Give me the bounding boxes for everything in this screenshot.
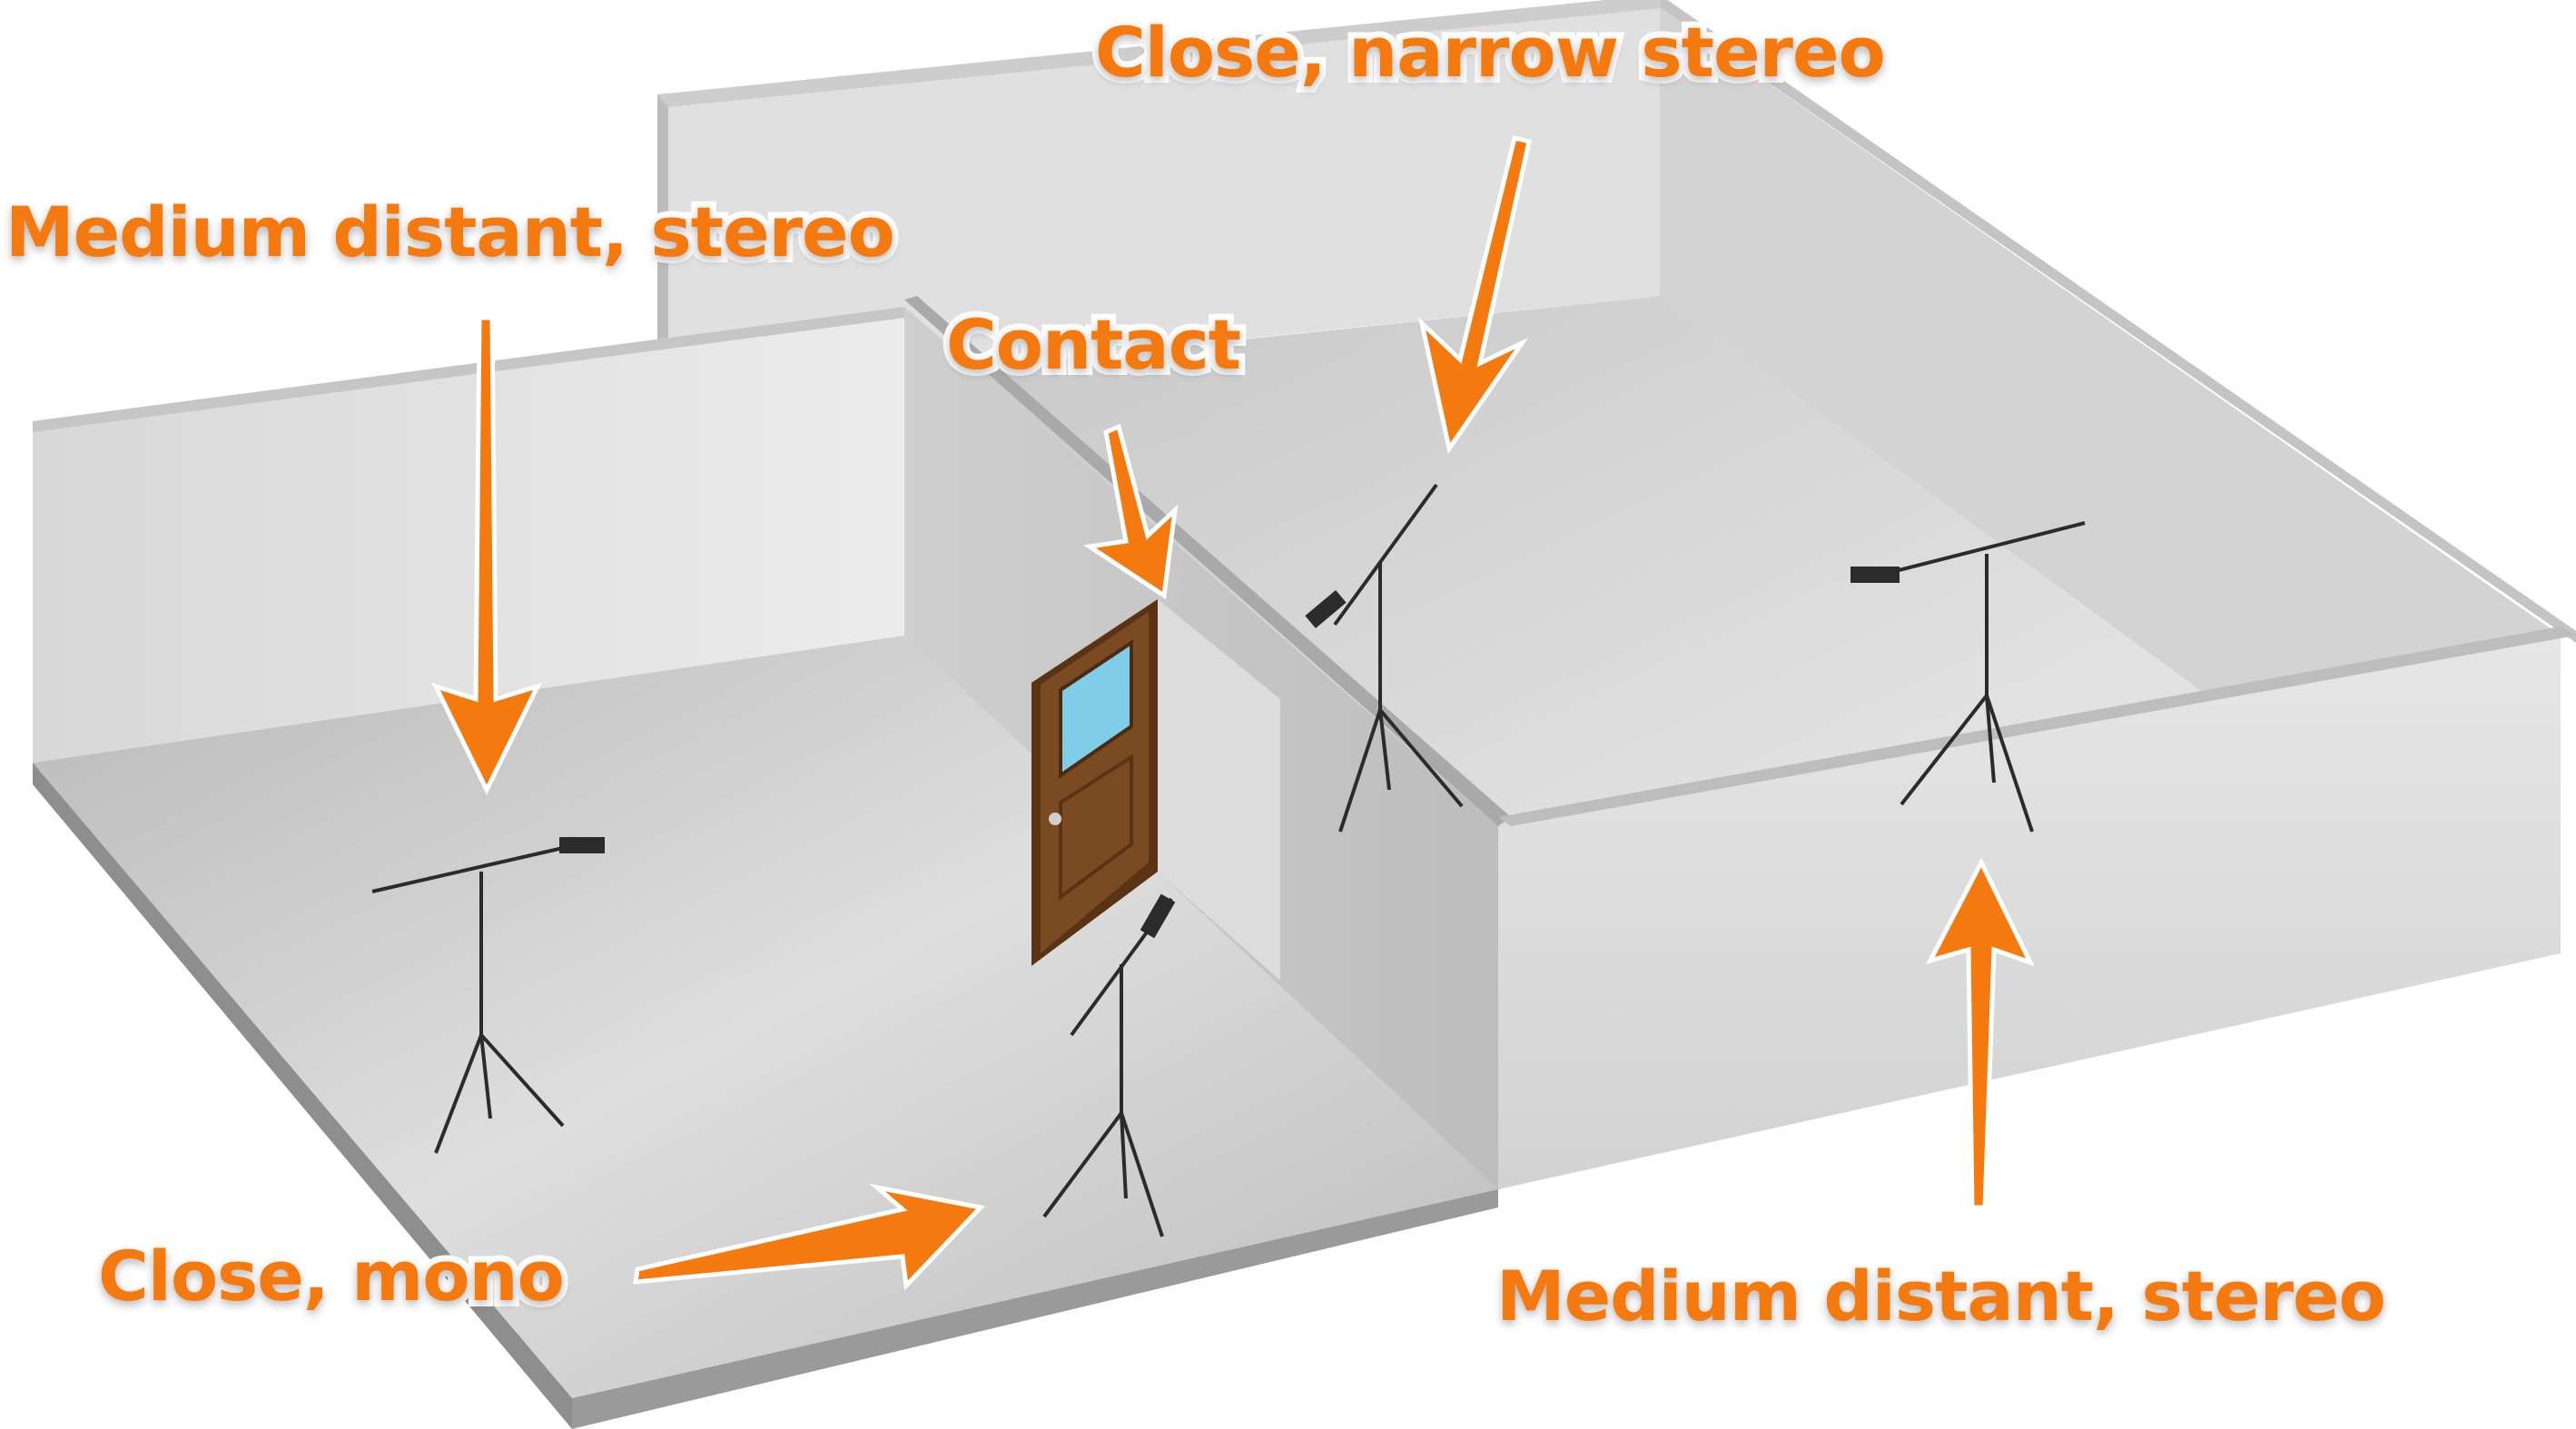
floor-left-room bbox=[33, 636, 1498, 1398]
arrow-close-mono bbox=[633, 1183, 985, 1291]
arrow-medium-distant-left bbox=[431, 315, 542, 795]
label-medium-distant-stereo-left: Medium distant, stereo bbox=[0, 192, 902, 273]
label-medium-distant-stereo-right: Medium distant, stereo bbox=[1490, 1256, 2393, 1337]
microphone-stand-icon bbox=[1851, 521, 2086, 833]
microphone-stand-icon bbox=[1042, 893, 1176, 1237]
left-back-wall bbox=[33, 307, 904, 763]
label-close-mono: Close, mono bbox=[92, 1236, 571, 1317]
arrow-contact bbox=[1083, 423, 1179, 600]
label-contact: Contact bbox=[940, 304, 1248, 386]
front-wall-right-room bbox=[1498, 626, 2576, 1189]
microphone-stand-icon bbox=[1305, 483, 1464, 833]
left-room-edge bbox=[33, 763, 1498, 1429]
door-icon bbox=[1031, 599, 1158, 966]
label-close-narrow-stereo: Close, narrow stereo bbox=[1089, 12, 1892, 94]
arrow-close-narrow-stereo bbox=[1417, 134, 1532, 455]
door-wall-segment bbox=[1158, 599, 1280, 981]
microphone-stand-icon bbox=[371, 837, 605, 1154]
arrow-medium-distant-right bbox=[1926, 857, 2035, 1210]
